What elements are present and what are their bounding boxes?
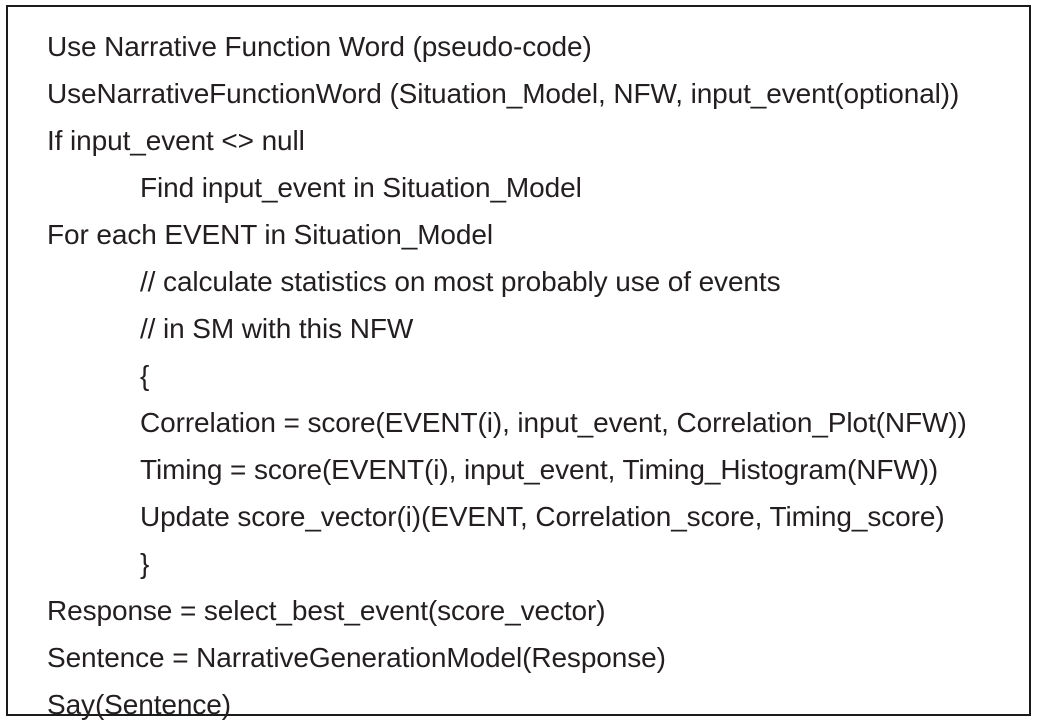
code-line: Say(Sentence) xyxy=(47,689,231,720)
pseudocode-figure: Use Narrative Function Word (pseudo-code… xyxy=(6,5,1031,720)
code-line: Response = select_best_event(score_vecto… xyxy=(47,595,606,626)
code-line: For each EVENT in Situation_Model xyxy=(47,219,493,250)
code-line: // calculate statistics on most probably… xyxy=(140,266,781,297)
code-line: { xyxy=(140,360,150,391)
code-line: If input_event <> null xyxy=(47,125,305,156)
code-line: Timing = score(EVENT(i), input_event, Ti… xyxy=(140,454,939,485)
code-line: } xyxy=(140,548,150,579)
code-line: Find input_event in Situation_Model xyxy=(140,172,582,203)
code-line: UseNarrativeFunctionWord (Situation_Mode… xyxy=(47,78,960,109)
code-line: // in SM with this NFW xyxy=(140,313,414,344)
code-line: Use Narrative Function Word (pseudo-code… xyxy=(47,31,592,62)
code-line: Update score_vector(i)(EVENT, Correlatio… xyxy=(140,501,945,532)
pseudocode-listing: Use Narrative Function Word (pseudo-code… xyxy=(8,7,1029,720)
code-line: Sentence = NarrativeGenerationModel(Resp… xyxy=(47,642,666,673)
code-line: Correlation = score(EVENT(i), input_even… xyxy=(140,407,967,438)
